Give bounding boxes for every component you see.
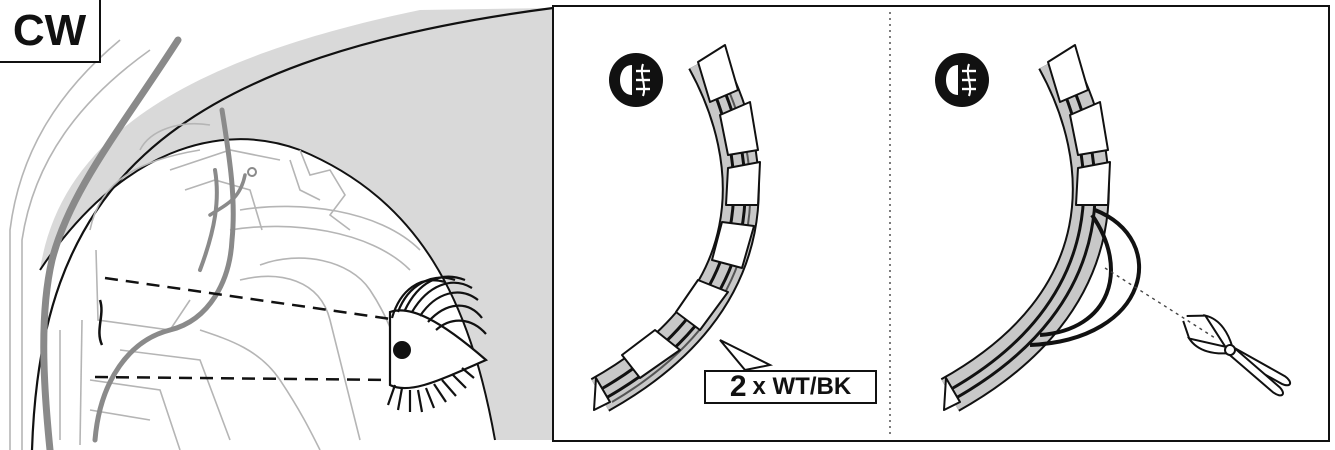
wire-count: 2 <box>729 370 747 403</box>
side-cutter-pliers-icon <box>1182 314 1292 397</box>
wire-spec-label: 2 x WT/BK <box>704 370 877 404</box>
wheel-arch-scene <box>9 6 554 450</box>
fog-light-icon <box>609 53 663 107</box>
eye-icon <box>386 275 489 413</box>
harness-strands <box>40 36 247 450</box>
sight-lines <box>94 276 399 382</box>
harness-taped-detail <box>590 44 774 412</box>
harness-clip <box>247 167 257 177</box>
black-wire-stub <box>98 299 104 346</box>
wire-color-code: x WT/BK <box>752 373 852 400</box>
harness-cut-detail <box>940 44 1216 412</box>
direction-label: CW <box>0 0 101 63</box>
zoom-shade <box>40 8 553 440</box>
fog-light-icon <box>935 53 989 107</box>
